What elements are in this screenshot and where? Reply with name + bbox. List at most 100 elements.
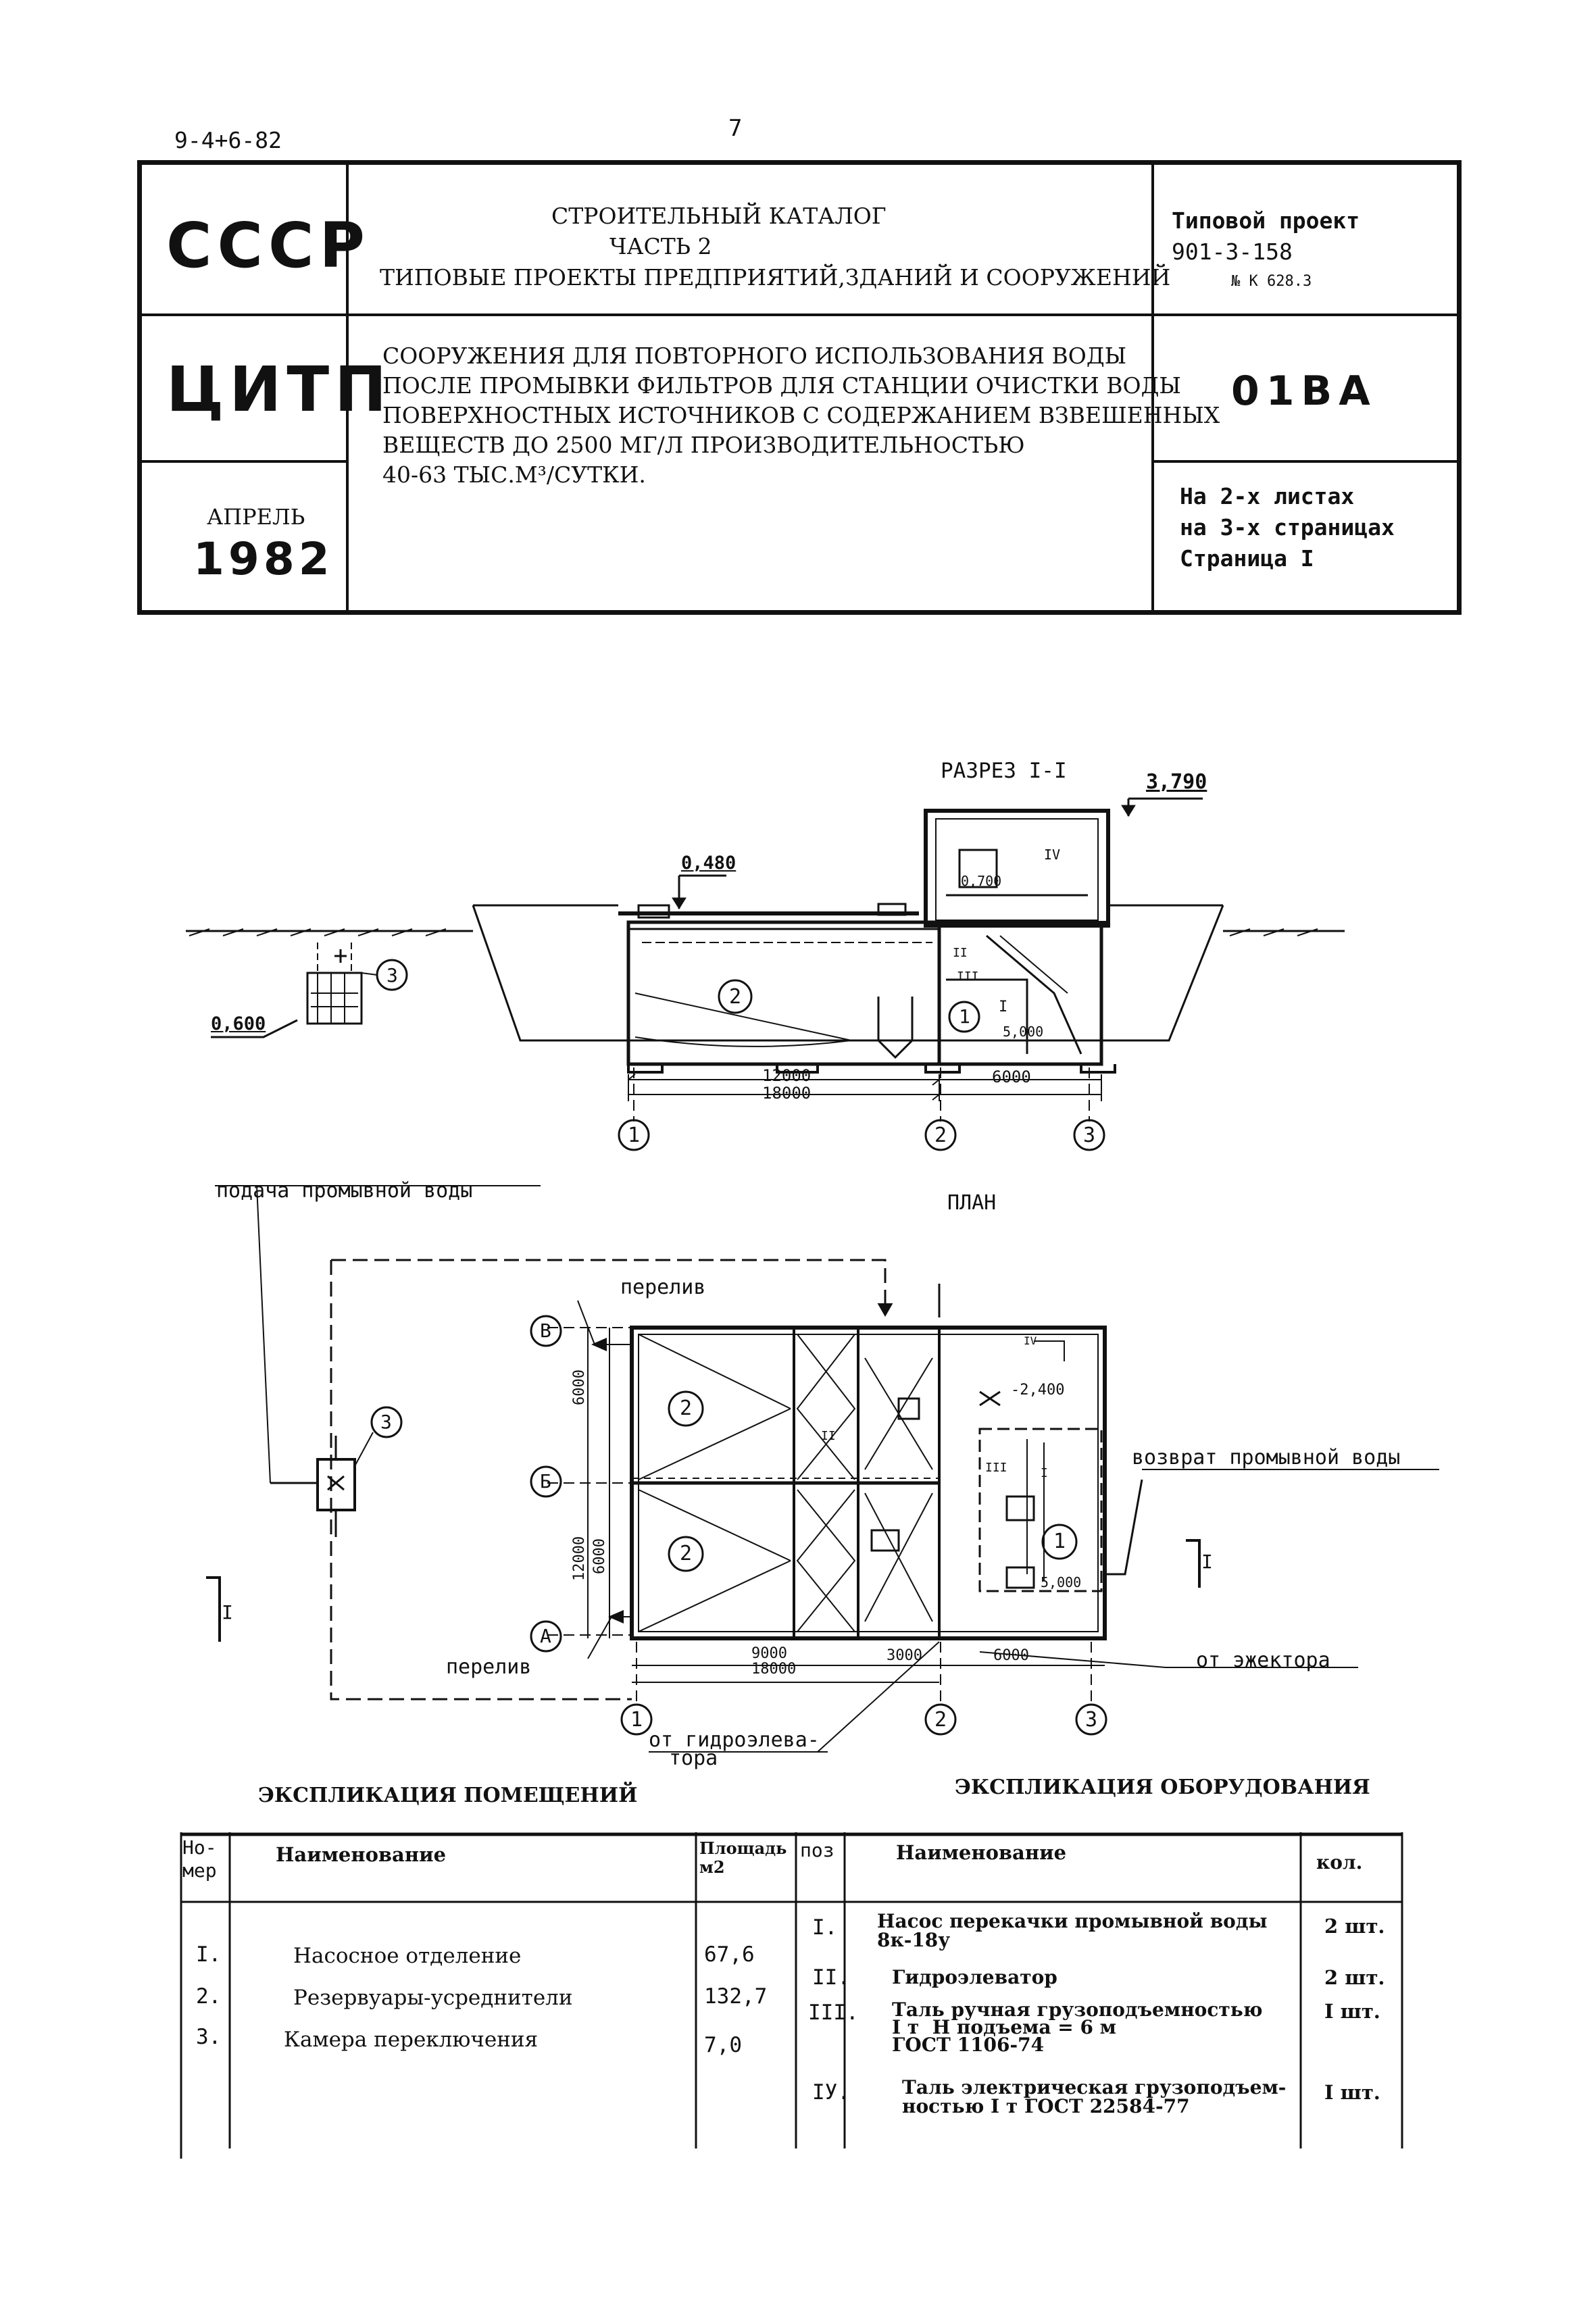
catalog-title: СТРОИТЕЛЬНЫЙ КАТАЛОГ [551,203,887,229]
rooms-row-1-name: Насосное отделение [293,1944,522,1968]
plan-section-mark-left: I [222,1601,233,1624]
section-mark-II: II [953,946,968,960]
overflow-bottom-label: перелив [446,1655,532,1679]
tables-frame [180,1832,1403,2159]
catalog-part: ЧАСТЬ 2 [609,233,712,259]
equip-row-4-pos: IУ. [812,2080,850,2105]
plan-equip-I: I [1041,1466,1048,1480]
sheets-line-1: На 2-х листах [1180,483,1355,509]
doc-code: 9-4+6-82 [174,127,282,153]
rooms-header-num: Но- мер [182,1836,217,1882]
catalog-code: 01ВА [1231,368,1377,415]
equip-row-3-pos: III. [808,2001,859,2025]
plan-equip-III: III [985,1461,1007,1475]
equipment-explication-title: ЭКСПЛИКАЦИЯ ОБОРУДОВАНИЯ [955,1776,1370,1799]
rooms-row-2-name: Резервуары-усреднители [293,1986,573,2010]
sheets-line-3: Страница I [1180,545,1314,572]
plan-title: ПЛАН [947,1191,997,1215]
hydroelev-label-2: тора [669,1746,718,1770]
plan-dim-18000: 18000 [751,1661,797,1678]
supply-label: подача промывной воды [216,1179,473,1203]
org-label: ЦИТП [166,353,393,426]
rooms-row-3-num: 3. [196,2025,222,2049]
elev-top: 3,790 [1146,770,1207,794]
equip-row-4-qty: I шт. [1324,2081,1380,2104]
section-mark-III: III [957,970,979,984]
rooms-header-area: Площадь м2 [699,1838,787,1877]
equip-header-qty: кол. [1316,1851,1363,1873]
rooms-row-3-name: Камера переключения [284,2028,539,2052]
description-line-1: СООРУЖЕНИЯ ДЛЯ ПОВТОРНОГО ИСПОЛЬЗОВАНИЯ … [382,343,1127,369]
equip-row-1-pos: I. [812,1915,838,1940]
description-line-2: ПОСЛЕ ПРОМЫВКИ ФИЛЬТРОВ ДЛЯ СТАНЦИИ ОЧИС… [382,372,1181,399]
month-label: АПРЕЛЬ [207,504,305,530]
plan-dim-6000-b: 6000 [591,1538,608,1574]
plan-col-axis-3: 3 [1085,1708,1098,1732]
plan-room-2-bottom: 2 [680,1542,693,1565]
plan-row-axis-B: Б [540,1470,551,1492]
section-axis-1: 1 [628,1124,641,1147]
elev-roof: 0,480 [681,853,737,874]
equip-row-2-pos: II. [812,1965,850,1990]
plan-room-2-top: 2 [680,1397,693,1420]
equip-row-3-name: Таль ручная грузоподъемностью I т Н подъ… [892,1998,1263,2056]
equip-row-4-name: Таль электрическая грузоподъем- ностью I… [902,2076,1287,2117]
hydroelev-label-1: от гидроэлева- [649,1728,820,1752]
return-label: возврат промывной воды [1132,1446,1401,1469]
project-label: Типовой проект [1172,207,1360,234]
project-sub: № К 628.3 [1231,273,1312,290]
section-axis-2: 2 [934,1124,947,1147]
section-title: РАЗРЕЗ I-I [941,759,1067,783]
year-label: 1982 [193,533,334,585]
rooms-explication-title: ЭКСПЛИКАЦИЯ ПОМЕЩЕНИЙ [258,1784,638,1807]
elev-left: 0,600 [211,1013,266,1034]
section-room-2: 2 [729,985,742,1009]
equip-row-2-name: Гидроэлеватор [892,1966,1057,1988]
section-mark-IV: IV [1044,847,1061,863]
rooms-row-2-area: 132,7 [704,1984,768,2009]
rooms-row-1-area: 67,6 [704,1942,755,1967]
section-room-1: 1 [959,1005,970,1028]
plan-section-mark-right: I [1201,1551,1213,1573]
rooms-row-3-area: 7,0 [704,2033,742,2057]
equip-row-2-qty: 2 шт. [1324,1966,1385,1989]
plan-equip-II: II [821,1429,836,1443]
equip-header-name: Наименование [896,1841,1067,1864]
plan-col-axis-1: 1 [630,1708,643,1732]
elev-inner: 0,700 [961,873,1002,889]
plan-dim-6000-c: 6000 [993,1647,1029,1664]
sheets-line-2: на 3-х страницах [1180,514,1395,540]
plan-dim-9000: 9000 [751,1645,787,1662]
page-number: 7 [728,115,743,142]
plan-chamber-3: 3 [380,1411,392,1433]
dim-6000: 6000 [992,1067,1031,1086]
project-number: 901-3-158 [1172,238,1293,265]
dim-18000: 18000 [762,1084,812,1103]
section-chamber-3: 3 [386,964,398,986]
equip-row-1-name: Насос перекачки промывной воды 8к-18у [877,1910,1268,1951]
dim-12000: 12000 [762,1066,812,1085]
section-axis-3: 3 [1083,1124,1096,1147]
rooms-row-2-num: 2. [196,1984,222,2009]
description-line-5: 40-63 ТЫС.М³/СУТКИ. [382,461,646,488]
equip-header-pos: поз [800,1839,834,1861]
title-block: СССР ЦИТП АПРЕЛЬ 1982 СТРОИТЕЛЬНЫЙ КАТАЛ… [137,160,1462,615]
plan-drawing [206,1185,1439,1753]
plan-dim-3000: 3000 [887,1647,922,1664]
plan-elev-2400: -2,400 [1011,1382,1065,1399]
overflow-top-label: перелив [620,1276,706,1299]
plan-row-axis-V: В [540,1319,551,1342]
plan-elev-5000: 5,000 [1041,1574,1082,1590]
elev-pit: 5,000 [1003,1024,1044,1040]
plan-row-axis-A: А [540,1625,551,1647]
country-label: СССР [166,209,370,282]
rooms-row-1-num: I. [196,1942,222,1967]
ejector-label: от эжектора [1196,1649,1330,1672]
plan-dim-6000-a: 6000 [571,1369,588,1405]
rooms-header-name: Наименование [276,1843,447,1866]
plan-col-axis-2: 2 [934,1708,947,1732]
plan-dim-12000: 12000 [571,1536,588,1581]
description-line-4: ВЕЩЕСТВ ДО 2500 МГ/Л ПРОИЗВОДИТЕЛЬНОСТЬЮ [382,432,1025,458]
equip-row-3-qty: I шт. [1324,2000,1380,2023]
